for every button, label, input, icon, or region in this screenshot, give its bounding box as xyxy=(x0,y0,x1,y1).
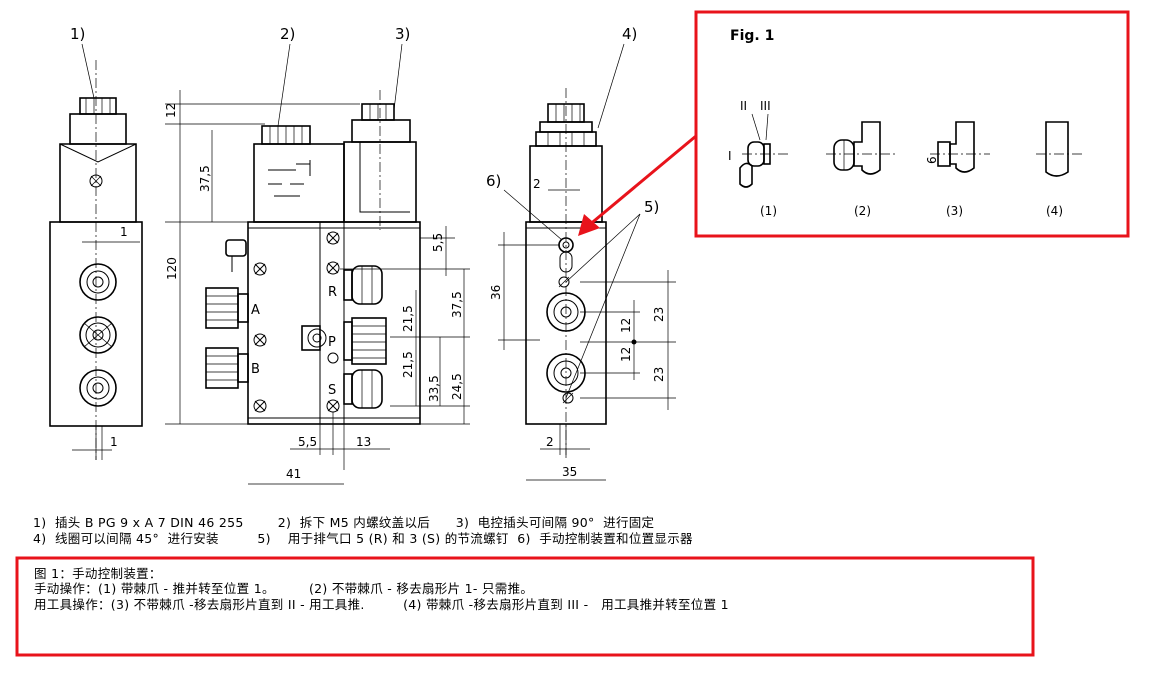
dim-35: 35 xyxy=(562,465,577,479)
dim-5-5-b: 5,5 xyxy=(298,435,317,449)
note-line-1: 1) 插头 B PG 9 x A 7 DIN 46 255 2) 拆下 M5 内… xyxy=(33,515,655,530)
callout-2: 2) xyxy=(280,25,295,43)
manual-box-frame xyxy=(15,556,1035,657)
port-S: S xyxy=(328,383,336,398)
fig1-dim-6: 6 xyxy=(925,156,939,164)
dim-13: 13 xyxy=(356,435,371,449)
port-A: A xyxy=(251,303,260,318)
fig1-highlight-frame xyxy=(694,10,1130,238)
dim-37-5-a: 37,5 xyxy=(198,165,212,192)
dim-12-upper: 12 xyxy=(619,318,633,333)
dim-24-5: 24,5 xyxy=(450,373,464,400)
manual-box-line-1: 图 1：手动控制装置： xyxy=(34,566,162,581)
dim-2-bottom: 2 xyxy=(546,435,554,449)
dim-41: 41 xyxy=(286,467,301,481)
dim-36: 36 xyxy=(489,285,503,300)
dim-21-5-a: 21,5 xyxy=(401,305,415,332)
manual-box-line-3: 用工具操作：(3) 不带棘爪 -移去扇形片直到 II - 用工具推. (4) 带… xyxy=(34,597,729,612)
fig1-pos-II: II xyxy=(740,99,747,113)
dim-23-bottom: 23 xyxy=(652,367,666,382)
callout-1: 1) xyxy=(70,25,85,43)
dim-120: 120 xyxy=(165,257,179,280)
port-P: P xyxy=(328,335,336,350)
fig1-caption-1: (1) xyxy=(760,204,777,218)
fig1-caption-4: (4) xyxy=(1046,204,1063,218)
dim-1-bottom: 1 xyxy=(110,435,118,449)
left-side-view: 1) 1 1 xyxy=(49,25,143,460)
fig1-title: Fig. 1 xyxy=(730,28,774,44)
port-B: B xyxy=(251,362,260,377)
note-line-2: 4) 线圈可以间隔 45° 进行安装 5) 用于排气口 5 (R) 和 3 (S… xyxy=(33,531,693,546)
port-R: R xyxy=(328,285,337,300)
dim-33-5: 33,5 xyxy=(427,375,441,402)
dim-5-5-a: 5,5 xyxy=(431,233,445,252)
fig1-pos-I: I xyxy=(728,149,732,163)
callout-3: 3) xyxy=(395,25,410,43)
callout-5: 5) xyxy=(644,198,659,216)
dim-1-top: 1 xyxy=(120,225,128,239)
dim-12: 12 xyxy=(164,103,178,118)
front-view: 2) 3) 12 37,5 120 xyxy=(164,25,470,485)
dim-37-5-b: 37,5 xyxy=(450,291,464,318)
fig1-caption-2: (2) xyxy=(854,204,871,218)
dim-21-5-b: 21,5 xyxy=(401,351,415,378)
fig1-caption-3: (3) xyxy=(946,204,963,218)
center-dot xyxy=(631,339,637,345)
dim-12-lower: 12 xyxy=(619,347,633,362)
fig1-inset: Fig. 1 II III I 6 (1) (2) (3) (4) xyxy=(694,10,1130,238)
dim-23-top: 23 xyxy=(652,307,666,322)
manual-box-line-2: 手动操作：(1) 带棘爪 - 推并转至位置 1。 (2) 不带棘爪 - 移去扇形… xyxy=(34,581,534,596)
dim-2-top: 2 xyxy=(533,177,541,191)
fig1-pos-III: III xyxy=(760,99,771,113)
callout-4: 4) xyxy=(622,25,637,43)
highlight-arrow xyxy=(578,134,697,236)
right-side-view: 4) 2 6) 5) xyxy=(486,25,676,481)
callout-6: 6) xyxy=(486,172,501,190)
